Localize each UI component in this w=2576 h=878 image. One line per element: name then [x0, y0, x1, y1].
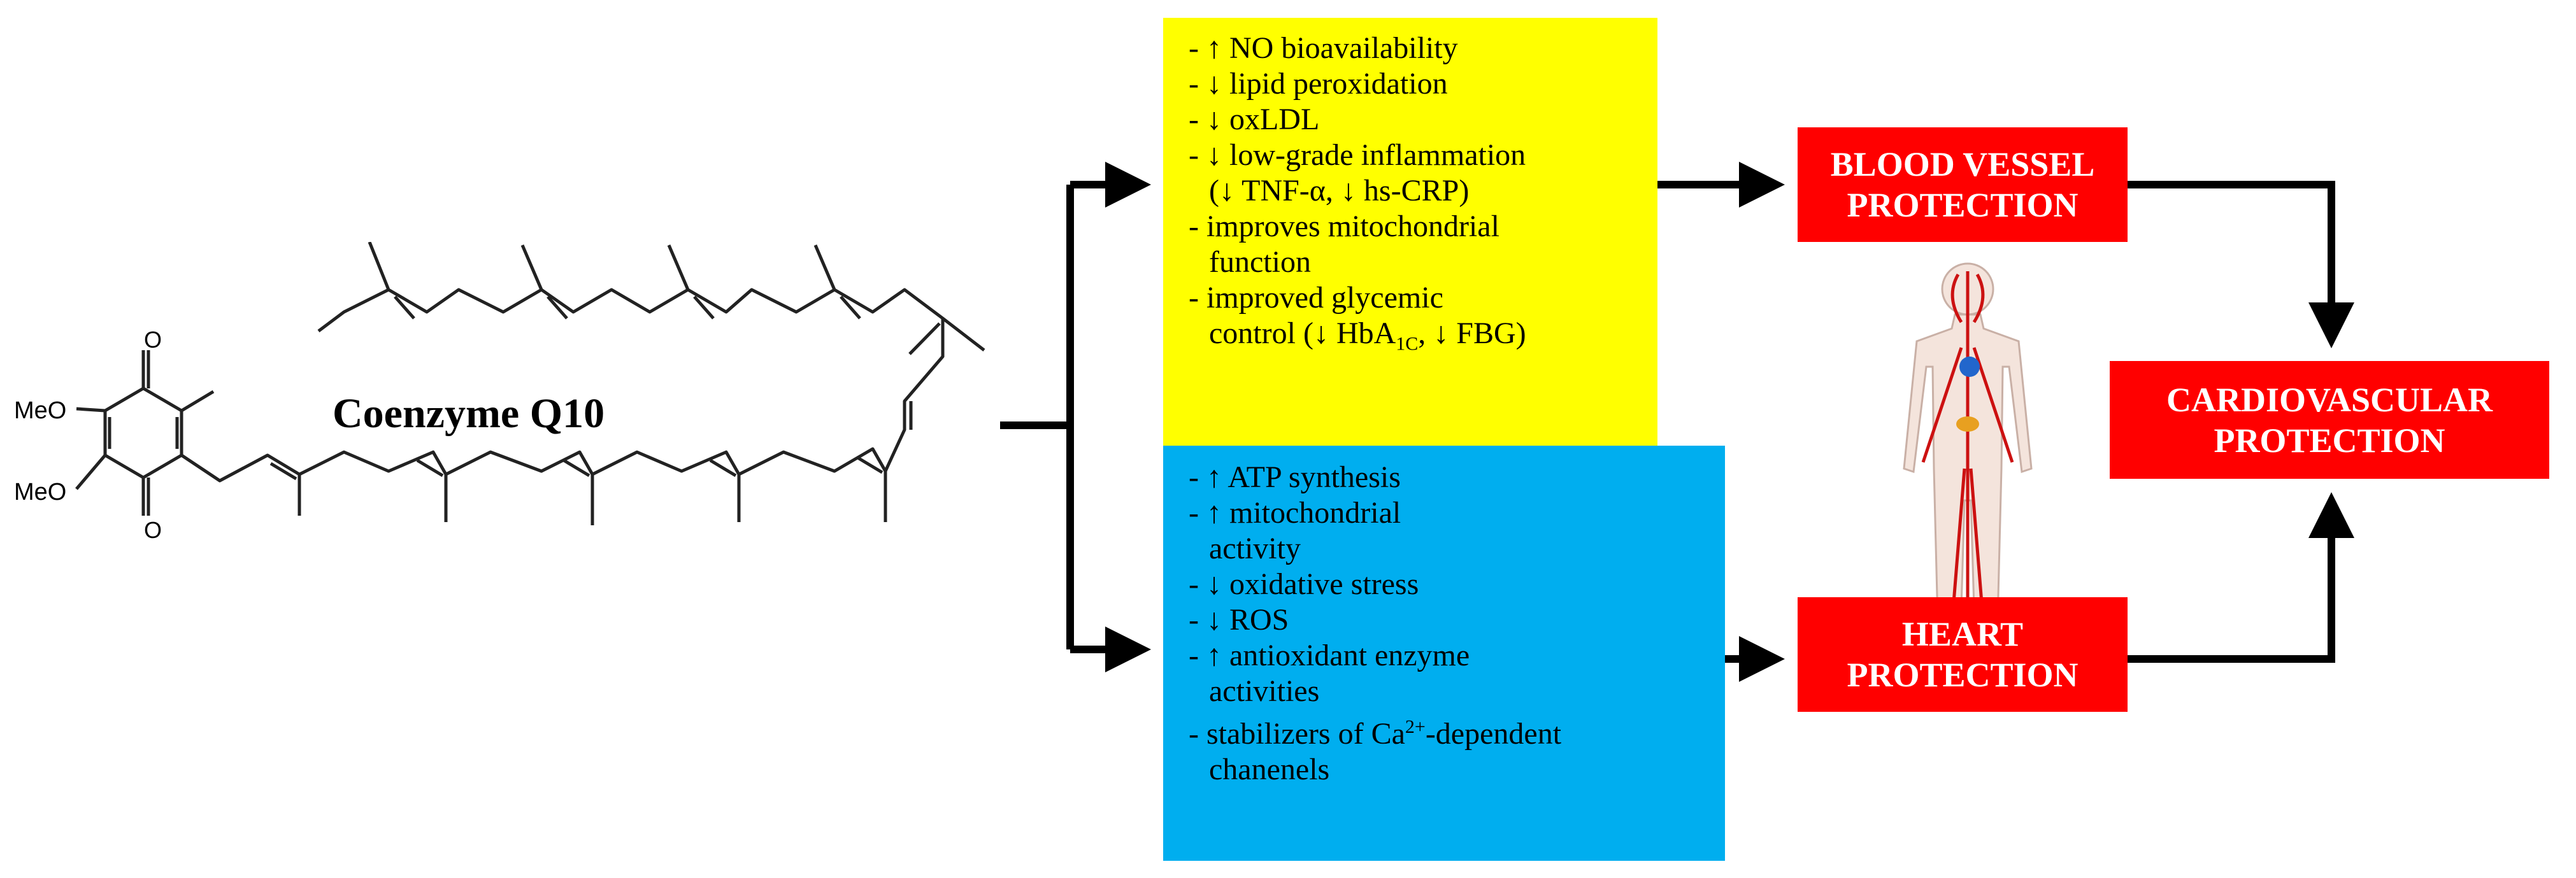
list-item: - ↓ ROS [1189, 603, 1289, 637]
list-item: - ↑ NO bioavailability [1189, 31, 1458, 65]
list-item: - ↓ oxLDL [1189, 103, 1320, 136]
organ-icon [1956, 416, 1979, 432]
list-item: - ↓ lipid peroxidation [1189, 67, 1448, 101]
methoxy-label-1: MeO [14, 397, 67, 424]
heart-dot-icon [1959, 357, 1980, 377]
compound-name: Coenzyme Q10 [333, 390, 605, 437]
oxygen-top-label: O [144, 327, 162, 353]
vascular-effects-list: - ↑ NO bioavailability - ↓ lipid peroxid… [1189, 31, 1657, 362]
coenzyme-q10-structure: O O [75, 242, 985, 543]
oxygen-bottom-label: O [144, 517, 162, 543]
human-circulatory-system-icon [1903, 262, 2033, 674]
vascular-effects-box: - ↑ NO bioavailability - ↓ lipid peroxid… [1163, 18, 1657, 480]
methoxy-label-2: MeO [14, 479, 67, 506]
list-item: - ↓ oxidative stress [1189, 567, 1419, 601]
arrow-heart-to-cardio [2128, 492, 2354, 663]
list-item: - ↑ ATP synthesis [1189, 460, 1401, 494]
arrow-blood-vessel-to-cardio [2128, 181, 2354, 348]
list-item: - ↓ low-grade inflammation(↓ TNF-α, ↓ hs… [1189, 138, 1526, 208]
